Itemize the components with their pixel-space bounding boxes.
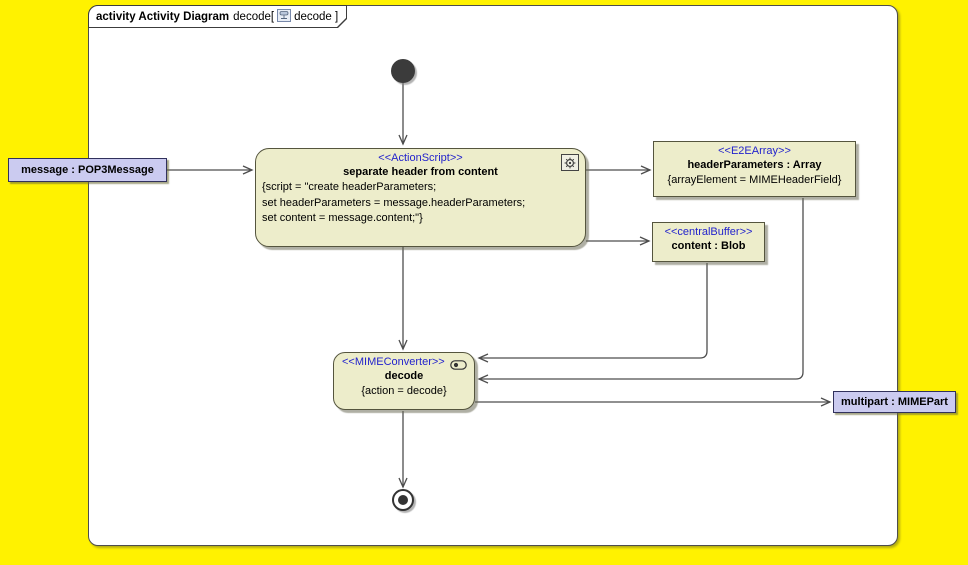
activity-diagram-frame[interactable] <box>88 5 898 546</box>
action-script-line: {script = "create headerParameters; <box>262 181 437 193</box>
converter-icon <box>450 360 467 373</box>
frame-title-keyword: activity Activity Diagram <box>96 10 230 23</box>
script-gear-icon <box>561 154 579 171</box>
headerparameters-constraint: {arrayElement = MIMEHeaderField} <box>667 174 842 186</box>
action-script-line: set content = message.content;"} <box>262 212 423 224</box>
message-parameter-label: message : POP3Message <box>21 164 154 176</box>
initial-node[interactable] <box>391 59 415 83</box>
multipart-parameter-label: multipart : MIMEPart <box>841 396 948 408</box>
central-buffer-node-content[interactable]: <<centralBuffer>> content : Blob <box>652 222 765 262</box>
parameter-node-multipart[interactable]: multipart : MIMEPart <box>833 391 956 413</box>
action-name: separate header from content <box>343 166 498 178</box>
object-node-headerparameters[interactable]: <<E2EArray>> headerParameters : Array {a… <box>653 141 856 197</box>
action-script-line: set headerParameters = message.headerPar… <box>262 196 526 209</box>
activity-diagram-icon <box>277 9 291 25</box>
action-node-decode[interactable]: <<MIMEConverter>> decode {action = decod… <box>333 352 475 410</box>
headerparameters-stereotype: <<E2EArray>> <box>718 145 791 157</box>
frame-title-tab[interactable]: activity Activity Diagram decode[ decode… <box>88 5 347 28</box>
decode-constraint: {action = decode} <box>361 385 447 397</box>
frame-title-context: decode[ <box>233 10 275 23</box>
activity-final-node[interactable] <box>392 489 414 511</box>
parameter-node-message[interactable]: message : POP3Message <box>8 158 167 182</box>
headerparameters-name: headerParameters : Array <box>687 159 822 171</box>
content-name: content : Blob <box>671 240 746 252</box>
decode-stereotype: <<MIMEConverter>> <box>342 356 445 368</box>
action-stereotype: <<ActionScript>> <box>378 152 463 164</box>
decode-name: decode <box>384 370 424 382</box>
activity-final-dot <box>398 495 408 505</box>
frame-title-reference: decode ] <box>294 10 339 23</box>
content-stereotype: <<centralBuffer>> <box>664 226 753 238</box>
action-node-separate-header[interactable]: <<ActionScript>> separate header from co… <box>255 148 586 247</box>
